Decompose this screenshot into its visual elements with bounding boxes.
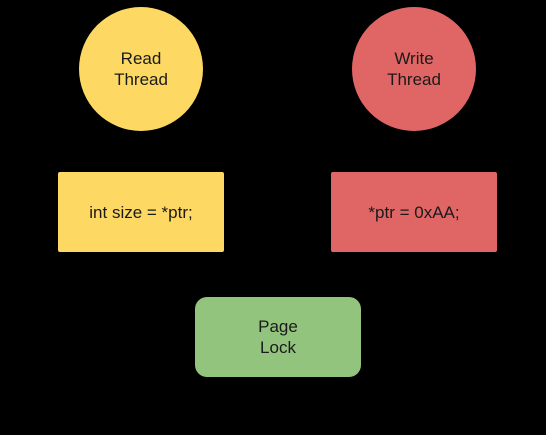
page-lock-node: Page Lock: [195, 297, 361, 377]
write-thread-label-line-1: Write: [394, 49, 434, 68]
read-thread-label-line-2: Thread: [114, 70, 168, 89]
page-lock-label-line-2: Lock: [260, 338, 296, 357]
page-lock-label: Page Lock: [258, 316, 298, 358]
read-code-box: int size = *ptr;: [58, 172, 224, 252]
write-thread-label: Write Thread: [387, 48, 441, 90]
read-thread-label: Read Thread: [114, 48, 168, 90]
write-thread-node: Write Thread: [352, 7, 476, 131]
read-thread-label-line-1: Read: [120, 49, 162, 68]
page-lock-label-line-1: Page: [258, 317, 298, 336]
read-thread-node: Read Thread: [79, 7, 203, 131]
read-code-text: int size = *ptr;: [89, 202, 193, 222]
write-code-text: *ptr = 0xAA;: [368, 202, 460, 222]
write-thread-label-line-2: Thread: [387, 70, 441, 89]
write-code-box: *ptr = 0xAA;: [331, 172, 497, 252]
